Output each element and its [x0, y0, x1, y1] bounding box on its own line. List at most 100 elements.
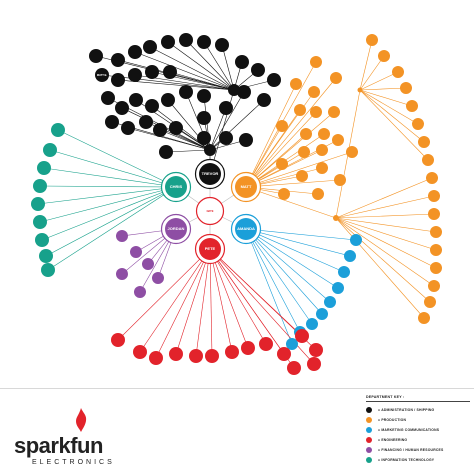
purple-node [142, 258, 154, 270]
red-node [287, 361, 301, 375]
blue-edge [245, 228, 301, 333]
teal-node [41, 263, 55, 277]
black-node [143, 40, 157, 54]
teal-edge [43, 167, 177, 188]
node-label: MATT [241, 184, 252, 189]
orange-node [406, 100, 418, 112]
orange-edge [245, 83, 297, 188]
purple-node [152, 272, 164, 284]
black-node [197, 111, 211, 125]
orange-edge [245, 111, 317, 188]
orange-edge [245, 77, 337, 188]
black-subhub [204, 144, 216, 156]
black-node [219, 101, 233, 115]
red-node [225, 345, 239, 359]
black-node [179, 85, 193, 99]
orange-node [430, 262, 442, 274]
orange-node [330, 72, 342, 84]
key-swatch [366, 427, 372, 433]
teal-node [35, 233, 49, 247]
black-node [197, 35, 211, 49]
key-item: = ENGINEERING [366, 435, 470, 445]
teal-node [31, 197, 45, 211]
orange-node [310, 106, 322, 118]
red-edge [209, 248, 249, 349]
black-node [179, 33, 193, 47]
black-edge [209, 91, 245, 151]
orange-node [316, 162, 328, 174]
orange-node [418, 136, 430, 148]
black-node [239, 133, 253, 147]
black-node [235, 55, 249, 69]
orange-node [276, 120, 288, 132]
black-node [101, 91, 115, 105]
teal-node [33, 179, 47, 193]
black-edge [167, 41, 235, 91]
orange-node [366, 34, 378, 46]
orange-node [426, 172, 438, 184]
black-edge [117, 79, 235, 91]
black-node [159, 145, 173, 159]
orange-edge [245, 151, 353, 188]
key-label: = INFORMATION TECHNOLOGY [378, 458, 435, 462]
footer: sparkfun ELECTRONICS DEPARTMENT KEY : = … [0, 388, 474, 475]
red-edge [209, 248, 233, 353]
orange-node [392, 66, 404, 78]
red-edge [175, 248, 211, 355]
teal-node [37, 161, 51, 175]
purple-node [130, 246, 142, 258]
blue-node [338, 266, 350, 278]
red-node [111, 333, 125, 347]
black-node [128, 68, 142, 82]
orange-edge [335, 217, 431, 303]
key-title: DEPARTMENT KEY : [366, 395, 470, 402]
orange-node [428, 280, 440, 292]
flame-icon [76, 408, 87, 432]
key-label: = ENGINEERING [378, 438, 408, 442]
orange-edge [359, 55, 385, 91]
black-edge [221, 44, 235, 91]
blue-edge [245, 228, 351, 257]
red-edge [209, 248, 295, 369]
orange-edge [335, 195, 435, 219]
black-node [129, 93, 143, 107]
black-edge [185, 39, 235, 91]
key-item: = INFORMATION TECHNOLOGY [366, 455, 470, 465]
orange-edge [335, 217, 425, 319]
node-label: MATT B. [97, 73, 108, 77]
teal-edge [39, 185, 177, 188]
orange-edge [335, 177, 433, 219]
black-edge [165, 149, 211, 153]
red-edge [155, 248, 211, 359]
orange-edge [359, 87, 407, 91]
node-label: PETE [205, 246, 216, 251]
orange-node [412, 118, 424, 130]
black-node [197, 131, 211, 145]
orange-node [298, 146, 310, 158]
purple-node [116, 268, 128, 280]
blue-node [286, 338, 298, 350]
orange-node [428, 208, 440, 220]
orange-node [300, 128, 312, 140]
node-label: AMANDA [237, 226, 255, 231]
black-node [257, 93, 271, 107]
orange-node [290, 78, 302, 90]
blue-edge [245, 228, 313, 325]
hub-node: JORDAN [160, 213, 192, 245]
black-edge [127, 127, 211, 151]
orange-edge [359, 39, 373, 91]
key-item: = FINANCING / HUMAN RESOURCES [366, 445, 470, 455]
black-node [139, 115, 153, 129]
orange-node [294, 104, 306, 116]
red-edge [139, 248, 211, 353]
black-edge [149, 46, 235, 91]
orange-node [428, 190, 440, 202]
blue-node [344, 250, 356, 262]
orange-node [430, 244, 442, 256]
black-node [215, 38, 229, 52]
black-node [111, 73, 125, 87]
black-node [237, 85, 251, 99]
red-edge [209, 248, 303, 337]
orange-edge [245, 109, 301, 188]
employee-nodes: MATT B.NATETREVORMATTAMANDAPETEJORDANCHR… [31, 33, 442, 375]
